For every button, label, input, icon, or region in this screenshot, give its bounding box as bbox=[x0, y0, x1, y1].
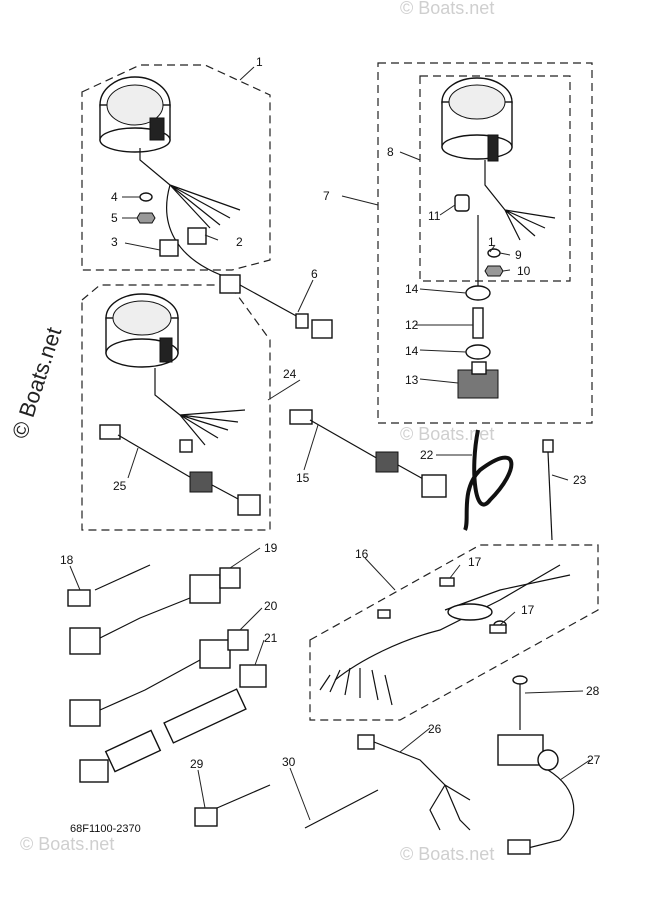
callout-16: 16 bbox=[355, 547, 369, 561]
hose-22 bbox=[463, 429, 514, 531]
gauge-8 bbox=[441, 77, 556, 241]
callout-17-bottom: 17 bbox=[521, 603, 535, 617]
clamp-14-bottom bbox=[465, 344, 491, 360]
callout-25: 25 bbox=[113, 479, 127, 493]
nut-5 bbox=[136, 212, 156, 224]
callout-18: 18 bbox=[60, 553, 74, 567]
harness-20 bbox=[69, 629, 249, 727]
leader-lines bbox=[69, 66, 591, 821]
callout-29: 29 bbox=[190, 757, 204, 771]
washer-4 bbox=[139, 192, 153, 202]
harness-26 bbox=[357, 734, 471, 831]
group-box-24 bbox=[81, 284, 271, 531]
clamp-14-top bbox=[465, 285, 491, 301]
harness-16 bbox=[319, 564, 571, 706]
switch-27 bbox=[497, 734, 575, 855]
callout-1: 1 bbox=[256, 55, 263, 69]
callout-1-inner: 1 bbox=[488, 235, 495, 249]
callout-23: 23 bbox=[573, 473, 587, 487]
callout-28: 28 bbox=[586, 684, 600, 698]
bolt-28 bbox=[512, 675, 528, 730]
connector-29 bbox=[194, 784, 271, 827]
gauge-24 bbox=[105, 293, 246, 453]
diagram-code: 68F1100-2370 bbox=[70, 823, 141, 835]
connector-3 bbox=[159, 239, 179, 257]
watermark-bottom-left: © Boats.net bbox=[20, 834, 114, 854]
cable-6 bbox=[219, 274, 333, 339]
group-box-7 bbox=[377, 62, 593, 424]
callout-9: 9 bbox=[515, 248, 522, 262]
callout-6: 6 bbox=[311, 267, 318, 281]
callout-3: 3 bbox=[111, 235, 118, 249]
harness-19 bbox=[69, 567, 241, 655]
harness-21 bbox=[79, 664, 267, 783]
watermark-bottom-right: © Boats.net bbox=[400, 844, 494, 864]
callout-4: 4 bbox=[111, 190, 118, 204]
tube-30 bbox=[304, 789, 379, 829]
callout-30: 30 bbox=[282, 755, 296, 769]
callout-22: 22 bbox=[420, 448, 434, 462]
callout-17-top: 17 bbox=[468, 555, 482, 569]
group-box-16 bbox=[309, 544, 599, 721]
cable-15 bbox=[289, 409, 447, 498]
cable-25 bbox=[99, 424, 261, 516]
cable-tie-23 bbox=[542, 439, 554, 541]
callout-8: 8 bbox=[387, 145, 394, 159]
callout-21: 21 bbox=[264, 631, 278, 645]
nut-10 bbox=[484, 265, 504, 277]
watermark-top: © Boats.net bbox=[400, 0, 494, 18]
watermark-mid: © Boats.net bbox=[400, 424, 494, 444]
connector-18 bbox=[67, 564, 151, 607]
tube-12 bbox=[472, 307, 484, 339]
cap-11 bbox=[454, 194, 470, 212]
callout-2: 2 bbox=[236, 235, 243, 249]
connector-2 bbox=[187, 227, 207, 245]
gauge-1 bbox=[99, 76, 241, 281]
group-box-8 bbox=[419, 75, 571, 282]
callout-13: 13 bbox=[405, 373, 419, 387]
callout-24: 24 bbox=[283, 367, 297, 381]
sensor-13 bbox=[457, 361, 499, 399]
callout-20: 20 bbox=[264, 599, 278, 613]
callout-26: 26 bbox=[428, 722, 442, 736]
callout-11: 11 bbox=[428, 209, 441, 223]
callout-14-top: 14 bbox=[405, 282, 419, 296]
callout-7: 7 bbox=[323, 189, 330, 203]
callout-27: 27 bbox=[587, 753, 601, 767]
callout-15: 15 bbox=[296, 471, 310, 485]
callout-12: 12 bbox=[405, 318, 419, 332]
watermark-main: © Boats.net bbox=[7, 324, 66, 441]
callout-5: 5 bbox=[111, 211, 118, 225]
callout-19: 19 bbox=[264, 541, 278, 555]
washer-9 bbox=[487, 248, 501, 258]
callout-14-bottom: 14 bbox=[405, 344, 419, 358]
callout-10: 10 bbox=[517, 264, 531, 278]
